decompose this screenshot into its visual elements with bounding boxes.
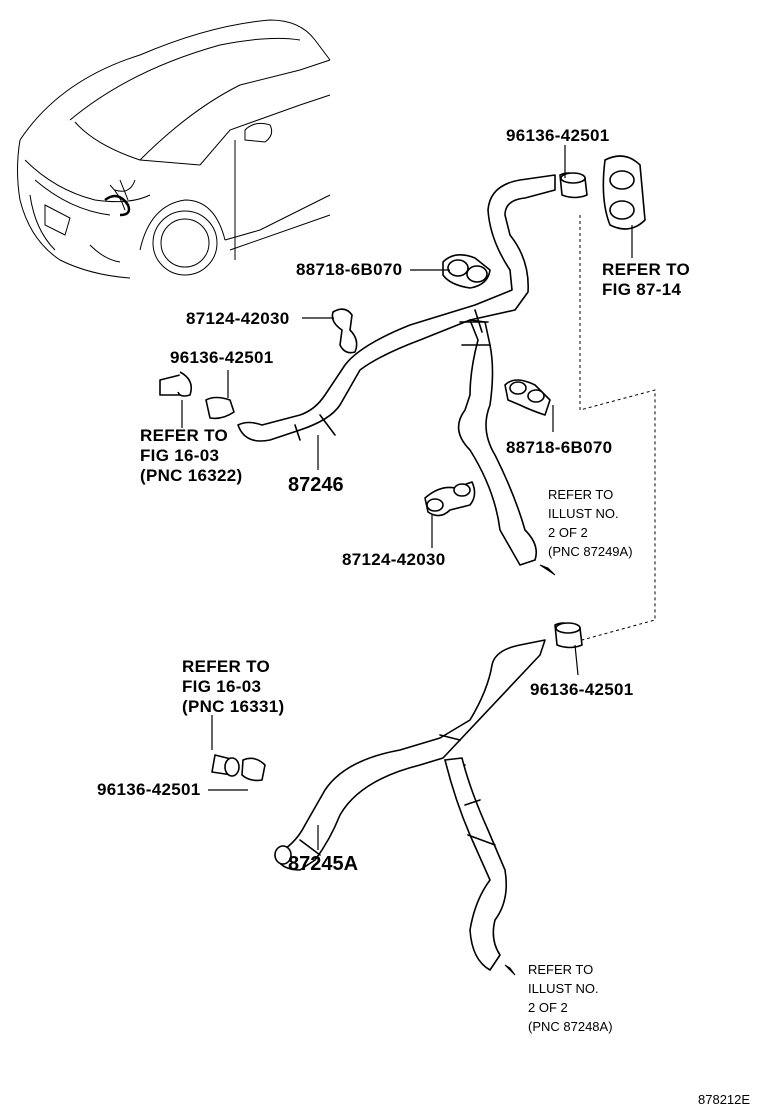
refer-fig-16-03-b-line1: REFER TO [182,657,270,676]
refer-fig-16-03-a-line1: REFER TO [140,426,228,445]
refer-illust-a-line1: REFER TO [548,487,613,502]
part-label-87124-42030-upper: 87124-42030 [186,309,290,328]
refer-fig-87-14-line2: FIG 87-14 [602,280,681,299]
part-label-96136-42501-top: 96136-42501 [506,126,610,145]
part-label-96136-42501-left: 96136-42501 [170,348,274,367]
part-label-96136-42501-lower-left: 96136-42501 [97,780,201,799]
part-label-88718-6b070-upper: 88718-6B070 [296,260,402,279]
refer-illust-b-line3: 2 OF 2 [528,1000,568,1015]
refer-illust-b-line4: (PNC 87248A) [528,1019,613,1034]
hose-87246 [159,155,646,576]
refer-fig-16-03-b-line2: FIG 16-03 [182,677,261,696]
refer-fig-87-14-line1: REFER TO [602,260,690,279]
refer-illust-b-line2: ILLUST NO. [528,981,599,996]
refer-fig-16-03-a-line2: FIG 16-03 [140,446,219,465]
part-label-88718-6b070-lower: 88718-6B070 [506,438,612,457]
part-label-96136-42501-right: 96136-42501 [530,680,634,699]
refer-fig-16-03-a-line3: (PNC 16322) [140,466,243,485]
car-illustration [17,19,331,279]
refer-illust-a-line3: 2 OF 2 [548,525,588,540]
refer-illust-a-line4: (PNC 87249A) [548,544,633,559]
leader-lines [181,145,656,850]
callout-labels: 96136-42501 88718-6B070 87124-42030 9613… [97,126,750,1107]
part-label-87245a: 87245A [288,853,358,875]
part-label-87246: 87246 [288,474,344,496]
refer-fig-16-03-b-line3: (PNC 16331) [182,697,285,716]
refer-illust-a-line2: ILLUST NO. [548,506,619,521]
part-label-87124-42030-lower: 87124-42030 [342,550,446,569]
figure-code: 878212E [698,1092,750,1107]
refer-illust-b-line1: REFER TO [528,962,593,977]
hose-87245A [211,622,583,976]
